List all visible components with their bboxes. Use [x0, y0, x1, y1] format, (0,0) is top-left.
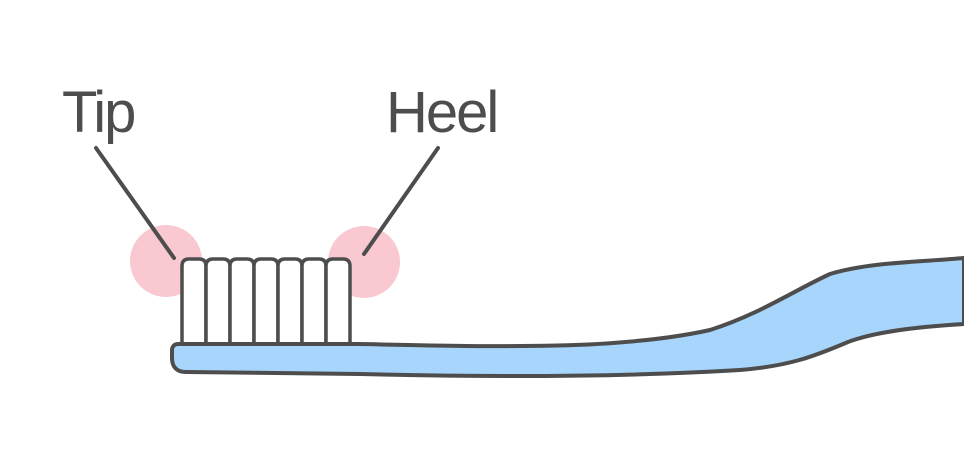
bristle-tuft — [324, 257, 352, 342]
bristle-tuft — [204, 257, 232, 342]
bristle-tuft — [276, 257, 304, 342]
bristle-tufts — [180, 257, 352, 342]
bristle-tuft — [180, 257, 208, 342]
tip-leader-line — [94, 146, 176, 260]
tip-label: Tip — [62, 80, 136, 145]
heel-label: Heel — [386, 80, 499, 145]
bristle-tuft — [228, 257, 256, 342]
heel-leader-line — [362, 146, 440, 256]
bristle-tuft — [252, 257, 280, 342]
bristle-tuft — [300, 257, 328, 342]
toothbrush-handle — [170, 256, 964, 379]
